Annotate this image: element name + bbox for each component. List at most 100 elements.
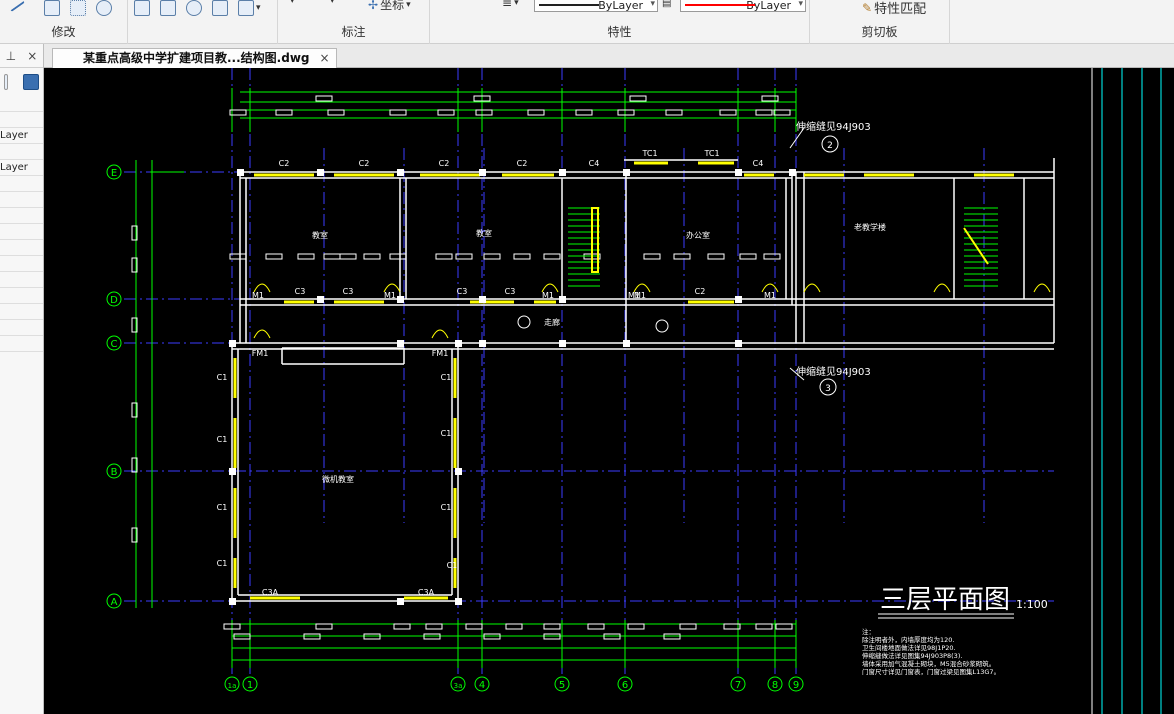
layer-toggle-icon[interactable] [4, 74, 8, 90]
coordinate-tool[interactable]: ✢坐标▾ [368, 0, 411, 13]
hatch-tool[interactable] [96, 0, 112, 16]
column-marker [455, 598, 462, 605]
rotate-tool[interactable] [186, 0, 202, 16]
dimension-text-box [627, 623, 645, 630]
close-icon[interactable]: × [27, 48, 38, 63]
copy-tool[interactable] [212, 0, 228, 16]
dimension-text-box [327, 109, 345, 116]
lineweight-tool[interactable]: ≡▾ [502, 0, 519, 10]
layer-row[interactable] [0, 256, 43, 272]
layer-row[interactable]: Layer [0, 128, 43, 144]
grid-bubble [617, 676, 633, 692]
explode-tool[interactable]: ▾ [238, 0, 261, 16]
dimension-tool[interactable]: 尺寸▾ [290, 0, 295, 6]
layer-row[interactable] [0, 208, 43, 224]
room-label: 教室 [476, 228, 492, 238]
grid-row-label: A [111, 597, 118, 608]
select-objects-icon[interactable] [23, 74, 39, 90]
leader-tool[interactable]: 引导▾ [330, 0, 335, 6]
grid-col-label: 5 [559, 680, 565, 691]
layer-row[interactable] [0, 304, 43, 320]
column-marker [559, 169, 566, 176]
stretch-tool[interactable] [160, 0, 176, 16]
dimension-text-box [363, 253, 381, 260]
compass-marker [517, 315, 531, 329]
grid-bubble [554, 676, 570, 692]
expansion-joint-note: 伸缩缝见94J903 [796, 120, 871, 133]
dimension-text-box [323, 253, 341, 260]
layer-row[interactable] [0, 320, 43, 336]
close-tab-icon[interactable]: × [319, 51, 330, 65]
column-marker [623, 169, 630, 176]
column-marker [397, 169, 404, 176]
dimension-text-box [775, 623, 793, 630]
window-tag: C3 [343, 287, 354, 296]
array-tool[interactable] [70, 0, 86, 16]
dimension-text-box [543, 253, 561, 260]
grid-bubble [730, 676, 746, 692]
chevron-down-icon: ▾ [406, 0, 411, 10]
layer-row[interactable] [0, 272, 43, 288]
stretch-icon [160, 0, 176, 16]
dimension-text-box [513, 253, 531, 260]
window-tag: C3A [418, 588, 435, 597]
dimension-text-box [483, 253, 501, 260]
grid-bubble [106, 593, 122, 609]
window-tag: M1 [384, 291, 396, 300]
layer-row[interactable] [0, 224, 43, 240]
color-combo[interactable]: ByLayer ▾ [680, 0, 806, 12]
plotstyle-tool[interactable]: ▤ [662, 0, 671, 9]
dimension-text-box [303, 633, 321, 640]
pin-icon[interactable]: ⊥ [5, 48, 17, 63]
dimension-text-box [465, 623, 483, 630]
dimension-text-box [719, 109, 737, 116]
copy-icon [212, 0, 228, 16]
window-tag: M1 [628, 291, 640, 300]
layer-row[interactable] [0, 288, 43, 304]
window-tag: C3 [295, 287, 306, 296]
dimension-text-box [527, 109, 545, 116]
ribbon-group-label-dimension: 标注 [341, 25, 366, 39]
layer-row[interactable] [0, 336, 43, 352]
match-properties-label: 特性匹配 [874, 2, 927, 17]
linetype-combo[interactable]: ByLayer ▾ [534, 0, 658, 12]
grid-row-label: C [111, 339, 118, 350]
grid-col-label: 7 [735, 680, 741, 691]
layer-row[interactable] [0, 240, 43, 256]
column-marker [455, 468, 462, 475]
linetype-value: ByLayer [598, 0, 643, 12]
chevron-down-icon: ▾ [330, 0, 335, 6]
grid-bubble [106, 164, 122, 180]
layer-row[interactable] [0, 112, 43, 128]
grid-bubble [767, 676, 783, 692]
layer-row[interactable] [0, 96, 43, 112]
dimension-text-box [425, 623, 443, 630]
layer-row[interactable] [0, 192, 43, 208]
leader-line [789, 127, 805, 149]
window-tag: TC1 [703, 149, 719, 158]
mirror-tool[interactable] [134, 0, 150, 16]
dimension-text-box [629, 95, 647, 102]
dimension-text-box [229, 109, 247, 116]
linetype-swatch [539, 4, 599, 6]
line-tool[interactable] [7, 0, 25, 12]
rectangle-tool[interactable] [44, 0, 60, 16]
dimension-text-box [673, 253, 691, 260]
window-tag: C2 [695, 287, 706, 296]
dimension-text-box [131, 457, 138, 473]
column-marker [397, 598, 404, 605]
match-properties-button[interactable]: ✎特性匹配 [862, 0, 927, 18]
detail-callout [821, 135, 839, 153]
grid-bubble [106, 291, 122, 307]
room-label: 教室 [312, 230, 328, 240]
layer-row[interactable] [0, 176, 43, 192]
document-tab[interactable]: 某重点高级中学扩建项目教...结构图.dwg × [52, 48, 337, 68]
window-tag: C2 [279, 159, 290, 168]
array-icon [70, 0, 86, 16]
layer-row[interactable] [0, 144, 43, 160]
layer-row[interactable]: Layer [0, 160, 43, 176]
door-swing [253, 329, 271, 339]
